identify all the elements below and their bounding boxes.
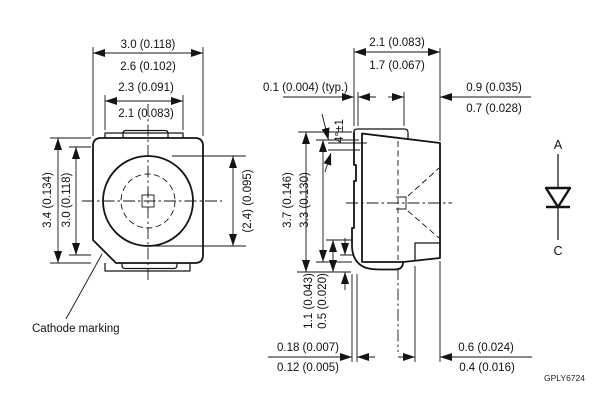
dim-side-width-max: 2.1 (0.083) — [369, 37, 425, 49]
side-view: 2.1 (0.083) 1.7 (0.067) 0.1 (0.004) (typ… — [263, 37, 532, 374]
dim-front-tab-width-max: 2.3 (0.091) — [118, 82, 174, 94]
dim-front-tab-width-min: 2.1 (0.083) — [118, 108, 174, 120]
cathode-label: C — [553, 244, 562, 258]
front-view: 3.0 (0.118) 2.6 (0.102) 2.3 (0.091) 2.1 … — [32, 39, 254, 335]
cathode-marking-label: Cathode marking — [32, 323, 120, 335]
side-lead — [351, 131, 404, 271]
front-dimension-lines — [54, 49, 237, 263]
dim-notch-max: 0.6 (0.024) — [458, 342, 514, 354]
dim-side-right-min: 0.7 (0.028) — [466, 103, 522, 115]
drawing-code: GPLY6724 — [544, 373, 585, 383]
front-bottom-tab — [104, 263, 191, 272]
side-body-outline — [361, 132, 441, 263]
dim-front-width-min: 2.6 (0.102) — [120, 61, 176, 73]
dim-standoff-min: 0.5 (0.020) — [317, 273, 329, 329]
diode-triangle — [544, 186, 572, 209]
dim-lens-diameter: (2.4) (0.095) — [242, 169, 254, 232]
dim-front-height-min: 3.0 (0.118) — [61, 172, 73, 227]
front-bottom-tab-bump — [121, 263, 178, 270]
anode-label: A — [554, 138, 563, 152]
reflector-hidden-lines — [396, 141, 440, 260]
dim-standoff-max: 1.1 (0.043) — [303, 273, 315, 329]
dim-side-height-min: 3.3 (0.130) — [299, 172, 311, 228]
dim-front-height-max: 3.4 (0.134) — [42, 172, 54, 228]
dim-lead-foot-min: 0.12 (0.005) — [277, 362, 339, 374]
dim-lead-foot-max: 0.18 (0.007) — [277, 342, 339, 354]
side-dimension-lines — [268, 48, 532, 361]
front-top-tab — [104, 132, 184, 138]
side-top-lead-tab — [353, 128, 409, 139]
dim-lead-thickness-typ: 0.1 (0.004) (typ.) — [263, 82, 348, 94]
cathode-leader-line — [65, 253, 103, 320]
side-notch — [414, 242, 440, 261]
dim-side-right-max: 0.9 (0.035) — [466, 82, 522, 94]
front-top-tab-bump — [122, 129, 169, 138]
diode-symbol: A C — [544, 138, 572, 258]
dim-side-width-min: 1.7 (0.067) — [369, 60, 425, 72]
dim-notch-min: 0.4 (0.016) — [459, 362, 515, 374]
dim-draft-angle: 4°±1 — [334, 119, 346, 143]
dim-front-width-max: 3.0 (0.118) — [121, 39, 176, 51]
front-body-outline — [92, 137, 204, 264]
dim-side-height-max: 3.7 (0.146) — [282, 172, 294, 228]
